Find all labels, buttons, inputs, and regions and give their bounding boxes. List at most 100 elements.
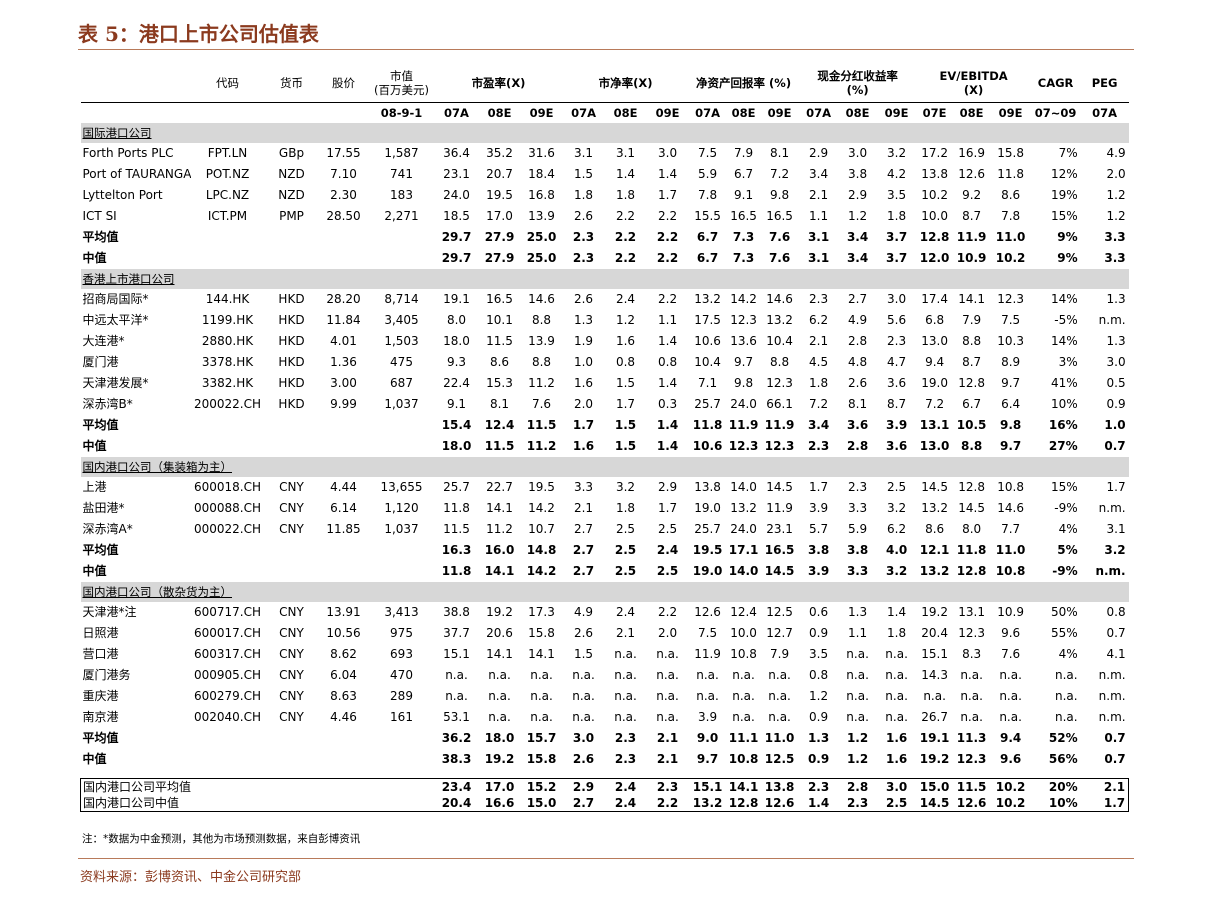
metric-value: 13.1	[958, 605, 985, 619]
metric-value: 7.5	[698, 146, 718, 160]
blank-cell	[191, 227, 265, 248]
blank-cell	[190, 778, 265, 795]
metric-value: 1.7	[615, 397, 636, 411]
summary-value: 27%	[1048, 439, 1078, 453]
metric-value: 4.8	[848, 355, 868, 369]
metric-value: 6.7	[734, 167, 754, 181]
header-ev-label: EV/EBITDA(X)	[939, 69, 1008, 97]
metric-value: 50%	[1050, 605, 1078, 619]
market-cap: 470	[390, 668, 413, 682]
summary-value: 1.0	[1104, 418, 1126, 432]
summary-value: 1.4	[656, 439, 679, 453]
metric-value: 8.3	[962, 647, 982, 661]
metric-value: 2.1	[573, 501, 594, 515]
blank-cell	[191, 436, 265, 457]
summary-value: 2.2	[614, 230, 637, 244]
summary-value: 2.3	[572, 230, 595, 244]
metric-value: 31.6	[528, 146, 555, 160]
metric-value: 10%	[1050, 397, 1078, 411]
metric-value: 0.8	[1106, 605, 1126, 619]
summary-value: 2.1	[656, 752, 679, 766]
metric-value: 10.4	[766, 334, 793, 348]
summary-value: 13.0	[919, 439, 950, 453]
total-value: 20.4	[434, 795, 479, 812]
metric-value: 25.7	[694, 397, 721, 411]
metric-value: 15.3	[486, 376, 513, 390]
summary-value: 11.1	[728, 731, 759, 745]
section-header-cell: 国内港口公司（集装箱为主）	[80, 457, 1129, 477]
section-title: 国内港口公司（散杂货为主）	[82, 585, 233, 599]
metric-value: 15.1	[443, 647, 470, 661]
blank-cell	[318, 795, 369, 812]
metric-value: 15%	[1050, 480, 1078, 494]
summary-value: 19.1	[919, 731, 950, 745]
total-value: 2.3	[798, 778, 839, 795]
market-cap: 3,405	[384, 313, 419, 327]
metric-value: 12.3	[730, 313, 757, 327]
summary-value: 12.4	[484, 418, 515, 432]
summary-value: 6.7	[696, 230, 719, 244]
total-value: 14.1	[726, 778, 761, 795]
summary-value: 11.0	[995, 230, 1026, 244]
summary-value: 4.0	[885, 543, 908, 557]
summary-value: 11.5	[484, 439, 515, 453]
metric-value: 4.1	[1106, 647, 1126, 661]
summary-value: 12.8	[956, 564, 987, 578]
summary-value: 3.7	[885, 251, 908, 265]
share-price: 9.99	[330, 397, 357, 411]
metric-value: 2.0	[658, 626, 678, 640]
metric-value: 11.9	[766, 501, 793, 515]
currency: CNY	[279, 710, 304, 724]
metric-value: 18.5	[443, 209, 470, 223]
section-title: 香港上市港口公司	[82, 272, 175, 286]
blank-cell	[319, 227, 369, 248]
summary-value: 0.7	[1104, 731, 1126, 745]
summary-value: 11.9	[728, 418, 759, 432]
metric-value: 14.3	[921, 668, 948, 682]
metric-value: 2.3	[848, 480, 868, 494]
summary-value: 9.4	[999, 731, 1022, 745]
metric-value: 12.7	[766, 626, 793, 640]
company-name: 天津港发展*	[82, 376, 149, 390]
metric-value: 1.9	[573, 334, 594, 348]
metric-value: 7.2	[770, 167, 790, 181]
total-value: 12.6	[952, 795, 991, 812]
summary-value: 0.7	[1104, 752, 1126, 766]
metric-value: 8.8	[531, 355, 552, 369]
metric-value: 55%	[1050, 626, 1078, 640]
metric-value: 7.2	[925, 397, 945, 411]
summary-value: n.m.	[1095, 564, 1126, 578]
metric-value: n.a.	[530, 668, 553, 682]
summary-value: 8.8	[960, 439, 983, 453]
metric-value: 2.0	[573, 397, 594, 411]
company-name: 上港	[82, 480, 107, 494]
metric-value: 6.4	[1001, 397, 1021, 411]
metric-value: 8.1	[489, 397, 510, 411]
ticker-code: 000022.CH	[193, 522, 262, 536]
metric-value: 10.6	[694, 334, 721, 348]
metric-value: 7.9	[734, 146, 754, 160]
company-name: ICT SI	[82, 209, 117, 223]
metric-value: 10.1	[486, 313, 513, 327]
summary-value: 29.7	[441, 230, 472, 244]
metric-value: 19.0	[921, 376, 948, 390]
summary-value: 1.6	[885, 731, 908, 745]
header-code: 代码	[216, 76, 239, 90]
metric-value: 0.3	[658, 397, 678, 411]
metric-value: 1.5	[615, 376, 636, 390]
metric-value: 4.9	[1106, 146, 1126, 160]
blank-cell	[265, 561, 319, 582]
summary-value: 3.4	[846, 251, 869, 265]
summary-value: 5%	[1057, 543, 1078, 557]
metric-value: 7.9	[962, 313, 982, 327]
total-value: 13.2	[688, 795, 727, 812]
summary-label: 中值	[82, 564, 107, 578]
metric-value: 0.5	[1106, 376, 1126, 390]
summary-value: 1.7	[572, 418, 595, 432]
share-price: 6.04	[330, 668, 357, 682]
summary-value: 2.3	[807, 439, 830, 453]
metric-value: n.a.	[732, 689, 755, 703]
summary-value: 14.8	[526, 543, 557, 557]
